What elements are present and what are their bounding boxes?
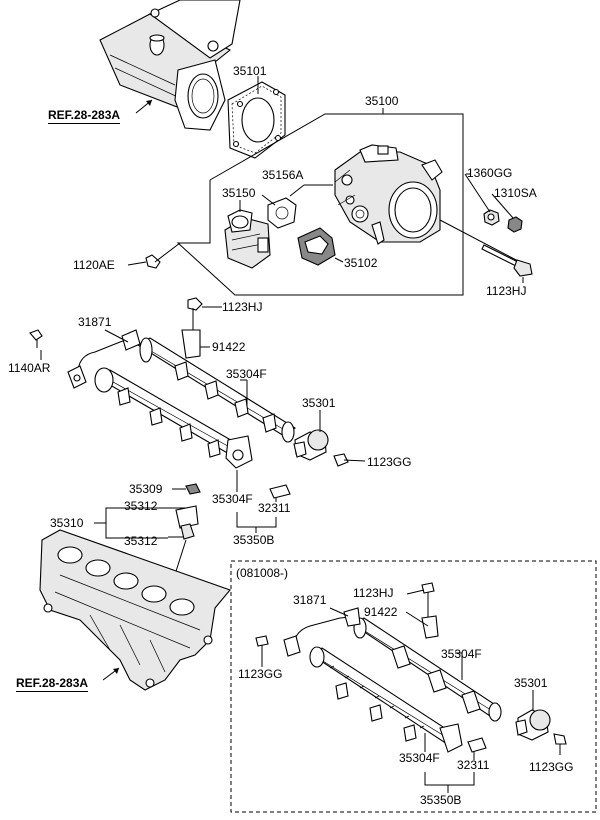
leader-lines-top — [127, 76, 524, 283]
part-91422: 91422 — [212, 340, 246, 354]
variant-bracket-91422 — [421, 615, 439, 639]
nut-1310SA — [507, 216, 523, 233]
idle-actuator-35150 — [224, 209, 271, 269]
fuel-rail-lower — [94, 367, 253, 469]
nut-1360GG — [483, 209, 500, 226]
part-32311: 32311 — [258, 501, 291, 515]
part-35101: 35101 — [233, 64, 267, 78]
ref-label-bottom[interactable]: REF.28-283A — [16, 676, 89, 692]
part-1140AR: 1140AR — [8, 361, 51, 375]
throttle-group-box — [176, 113, 464, 296]
variant-leader-lines — [261, 589, 534, 793]
sensor-35102 — [297, 227, 336, 266]
bolt-1123HJ-right — [439, 219, 533, 277]
throttle-body-35100 — [334, 144, 443, 245]
intake-manifold — [39, 529, 231, 691]
part-35150: 35150 — [222, 186, 256, 200]
variant-part-35304F-upper: 35304F — [441, 647, 482, 661]
gasket-35101 — [227, 81, 286, 159]
leader-lines-middle — [40, 306, 321, 432]
fuel-rail-upper — [136, 337, 296, 443]
intake-duct — [99, 0, 241, 131]
variant-cap-32311 — [467, 737, 487, 753]
part-1123GG: 1123GG — [367, 455, 412, 469]
bolt-1123GG — [333, 453, 366, 467]
part-31871: 31871 — [78, 315, 112, 329]
part-35350B: 35350B — [233, 533, 275, 547]
bolt-1140AR — [29, 329, 43, 348]
ref-label-top[interactable]: REF.28-283A — [48, 108, 121, 124]
part-35100: 35100 — [365, 94, 399, 108]
variant-rail-lower — [309, 646, 463, 753]
variant-part-91422: 91422 — [364, 605, 398, 619]
part-35312-top: 35312 — [124, 499, 158, 513]
part-35304F-lower: 35304F — [212, 492, 253, 506]
part-35156A: 35156A — [262, 168, 304, 182]
part-35310: 35310 — [50, 516, 84, 530]
variant-part-1123HJ: 1123HJ — [353, 586, 394, 600]
bolt-1120AE — [145, 242, 181, 269]
variant-part-32311: 32311 — [457, 758, 490, 772]
bracket-91422 — [181, 329, 201, 359]
part-1123HJ-center: 1123HJ — [222, 300, 263, 314]
variant-pipe-31871 — [283, 607, 361, 657]
variant-label: (081008-) — [236, 566, 289, 580]
variant-part-1123GG-right: 1123GG — [529, 760, 574, 774]
cap-32311 — [269, 484, 291, 499]
variant-part-1123GG-left: 1123GG — [238, 667, 283, 681]
variant-bolt-1123GG-right — [553, 733, 567, 755]
regulator-35301 — [293, 429, 329, 461]
variant-part-35304F-lower: 35304F — [399, 751, 440, 765]
feed-pipe-31871 — [67, 329, 141, 389]
part-35102: 35102 — [344, 256, 378, 270]
part-1310SA: 1310SA — [494, 186, 537, 200]
part-1360GG: 1360GG — [467, 166, 513, 180]
variant-box — [230, 560, 597, 813]
leader-lines-injector — [94, 470, 277, 539]
variant-bolt-1123GG-left — [255, 635, 269, 662]
variant-part-31871: 31871 — [293, 593, 327, 607]
part-1123HJ-right: 1123HJ — [486, 284, 527, 298]
part-35309: 35309 — [129, 482, 163, 496]
ref-arrows — [102, 99, 153, 681]
part-35304F-upper: 35304F — [226, 367, 267, 381]
part-35312-bottom: 35312 — [124, 534, 158, 548]
bolt-1123HJ-center — [187, 297, 203, 330]
gasket-35156A — [267, 197, 297, 229]
variant-regulator-35301 — [515, 709, 551, 741]
variant-part-35350B: 35350B — [420, 793, 462, 807]
part-1120AE: 1120AE — [73, 258, 115, 272]
part-35301: 35301 — [302, 396, 336, 410]
variant-part-35301: 35301 — [514, 676, 548, 690]
